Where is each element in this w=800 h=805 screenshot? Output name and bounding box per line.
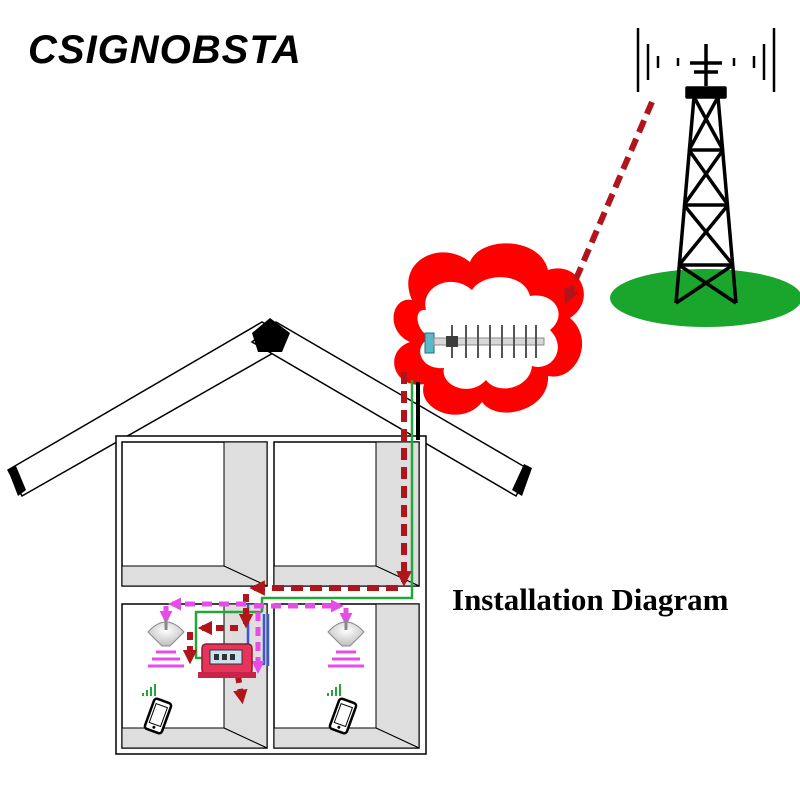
downlink-signal-arrows	[182, 100, 655, 705]
roof-peak	[252, 318, 290, 352]
cell-tower-icon	[610, 28, 800, 327]
ground-patch	[610, 269, 800, 327]
indoor-ceiling-antenna-icon	[327, 620, 365, 668]
mobile-phone-icon	[327, 684, 358, 735]
mobile-phone-icon	[142, 684, 173, 735]
outdoor-antenna-cloud	[393, 243, 584, 415]
tower-signal-waves	[636, 28, 776, 92]
indoor-ceiling-antenna-icon	[147, 620, 185, 668]
signal-bars-icon	[142, 684, 156, 696]
indoor-signal-arrows	[159, 597, 353, 674]
signal-bars-icon	[327, 684, 341, 696]
signal-booster-icon	[198, 643, 256, 678]
brand-title: CSIGNOBSTA	[28, 28, 302, 72]
outdoor-yagi-antenna-icon	[424, 325, 545, 358]
diagram-caption: Installation Diagram	[452, 582, 729, 617]
